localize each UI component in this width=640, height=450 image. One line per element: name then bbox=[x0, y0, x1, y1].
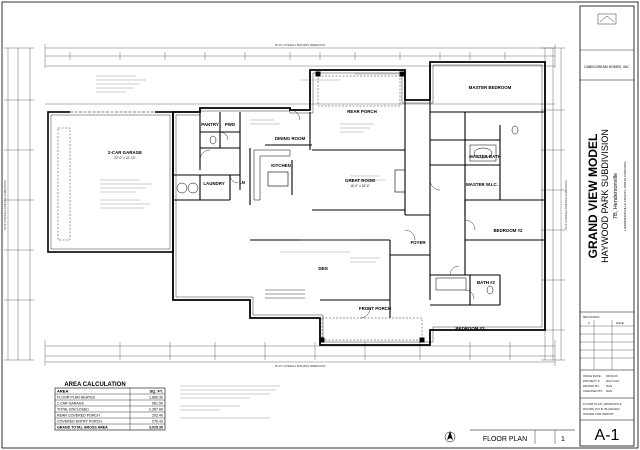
callout-notes bbox=[96, 73, 399, 263]
area-row-label: 2 CAR GARAGE bbox=[57, 402, 85, 406]
issued-for: ISSUED FOR PERMIT bbox=[583, 412, 614, 416]
area-row-value: 202.40 bbox=[152, 414, 163, 418]
overall-dimension-left: 61'-6" (OVERALL BUILDING DIMENSION) bbox=[3, 180, 7, 229]
checked-by-value: DAN bbox=[606, 389, 612, 393]
room-laundry: LAUNDRY bbox=[203, 181, 224, 186]
walls bbox=[47, 61, 546, 346]
sheet-number: A-1 bbox=[595, 427, 620, 444]
room-master-bedroom: MASTER BEDROOM bbox=[469, 85, 512, 90]
area-header-area: AREA bbox=[57, 389, 68, 394]
room-den: DEN bbox=[318, 266, 327, 271]
area-row-label: REAR COVERED PORCH bbox=[57, 414, 100, 418]
room-dining-room: DINING ROOM bbox=[275, 136, 306, 141]
area-row-value: 1,866.30 bbox=[149, 396, 163, 400]
revisions-col-date: DATE bbox=[616, 321, 624, 325]
floor-plan-label-block: FLOOR PLAN 1 bbox=[470, 429, 575, 444]
room-front-porch: FRONT PORCH bbox=[359, 306, 391, 311]
title-block: CABIN DREAM HOMES, INC. GRAND VIEW MODEL… bbox=[579, 5, 635, 447]
door-swings bbox=[199, 109, 476, 319]
area-row-label: COVERED ENTRY PORCH bbox=[57, 420, 102, 424]
subdivision-name: HAYWOOD PARK SUBDIVISION bbox=[600, 129, 610, 263]
area-row-label: GRAND TOTAL GROSS AREA bbox=[57, 426, 108, 430]
project-label: PROJECT #: bbox=[583, 379, 600, 383]
company-name: CABIN DREAM HOMES, INC. bbox=[584, 65, 630, 69]
room-bath-2: BATH #2 bbox=[477, 280, 496, 285]
area-row-value: 3,025.30 bbox=[149, 426, 163, 430]
room-garage-size: 22'-0" x 22'-10" bbox=[114, 156, 135, 160]
sheet-name: FLOOR PLAN, WINDOWS & bbox=[583, 402, 622, 406]
room-bedroom-3: BEDROOM #3 bbox=[455, 326, 485, 331]
area-row-value: 276.43 bbox=[152, 420, 163, 424]
location-name: HENDERSONVILLE COUNTY, NORTH CAROLINA bbox=[623, 162, 627, 231]
overall-dimension-right: 61'-6" (OVERALL BUILDING DIMENSION) bbox=[564, 180, 568, 229]
room-master-wic: MASTER W.I.C. bbox=[466, 182, 498, 187]
room-foyer: FOYER bbox=[410, 240, 426, 245]
room-rear-porch: REAR PORCH bbox=[347, 109, 377, 114]
drawn-by-value: DAN bbox=[606, 384, 612, 388]
area-header-sqft: SQ. FT. bbox=[149, 389, 163, 394]
issue-date-label: ISSUE DATE: bbox=[583, 374, 602, 378]
room-pantry: PANTRY bbox=[201, 122, 219, 127]
floor-plan-title: FLOOR PLAN bbox=[483, 436, 527, 443]
room-bedroom-2: BEDROOM #2 bbox=[493, 228, 523, 233]
general-notes bbox=[180, 385, 280, 419]
overall-dimension-bottom: 78'-10" (OVERALL BUILDING DIMENSION) bbox=[275, 364, 326, 368]
project-value: 2017-024 bbox=[606, 379, 619, 383]
floor-plan-number: 1 bbox=[561, 436, 565, 443]
room-garage: 2-CAR GARAGE bbox=[108, 150, 142, 155]
area-row-value: 561.50 bbox=[152, 402, 163, 406]
revisions-col-number: # bbox=[588, 321, 590, 325]
room-great-room-size: 18'-0" x 18'-6" bbox=[350, 184, 370, 188]
room-kitchen: KITCHEN bbox=[271, 163, 291, 168]
room-labels: 2-CAR GARAGE 22'-0" x 22'-10" PANTRY PWD… bbox=[108, 85, 523, 331]
revisions-label: REVISIONS bbox=[583, 315, 599, 319]
room-pwd: PWD bbox=[225, 122, 235, 127]
room-great-room: GREAT ROOM bbox=[345, 178, 375, 183]
drawn-by-label: DRAWN BY: bbox=[583, 384, 600, 388]
area-row-label: TOTAL ENCLOSED bbox=[57, 408, 89, 412]
lot-name: 7B, Hendersonville bbox=[613, 173, 619, 219]
area-calc-title: AREA CALCULATION bbox=[64, 382, 125, 388]
model-name: GRAND VIEW MODEL bbox=[586, 134, 600, 259]
issue-date-value: 06/01/26 bbox=[606, 374, 618, 378]
checked-by-label: CHECKED BY: bbox=[583, 389, 603, 393]
north-arrow-icon bbox=[444, 431, 456, 443]
area-calculation-table: AREA CALCULATION AREA SQ. FT. FLOOR PLAN… bbox=[54, 382, 166, 431]
sheet-name-line-2: DOORS (TO B. BLANCED) bbox=[583, 407, 620, 411]
room-ln: LN bbox=[239, 180, 245, 185]
overall-dimension-top: 78'-10" (OVERALL BUILDING DIMENSION) bbox=[275, 43, 326, 47]
area-row-value: 2,387.60 bbox=[149, 408, 163, 412]
dimension-lines bbox=[4, 44, 565, 366]
room-master-bath: MASTER BATH bbox=[469, 154, 501, 159]
area-row-label: FLOOR PLAN HEATED bbox=[57, 396, 95, 400]
